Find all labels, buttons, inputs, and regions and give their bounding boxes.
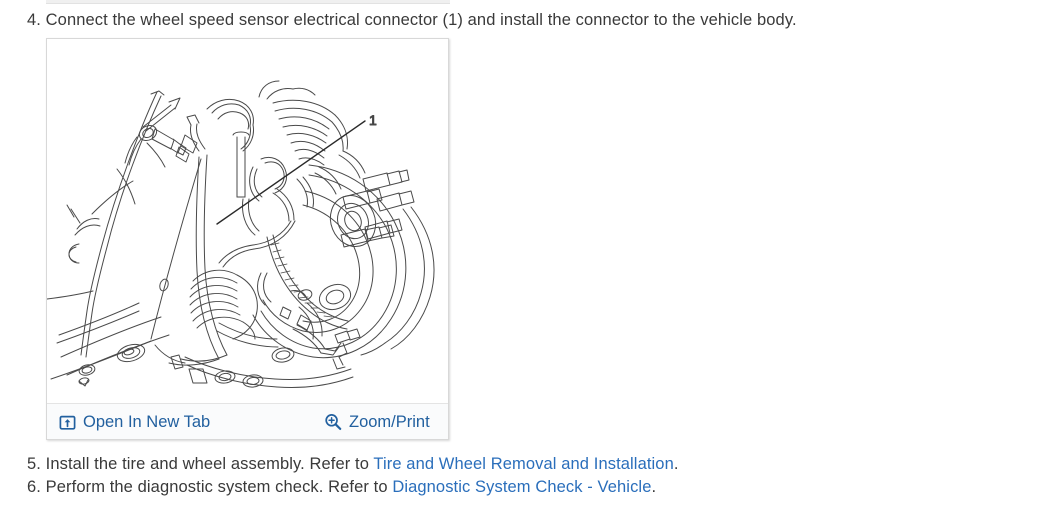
open-in-new-tab-icon [59, 414, 76, 431]
figure-toolbar: Open In New Tab Zoom/Print [47, 403, 448, 439]
preceding-block-edge [46, 0, 450, 4]
zoom-print-label: Zoom/Print [349, 412, 430, 431]
step-5-line: 5. Install the tire and wheel assembly. … [27, 454, 679, 474]
link-diagnostic-system-check-vehicle[interactable]: Diagnostic System Check - Vehicle [392, 478, 652, 496]
step-6-text-before: Perform the diagnostic system check. Ref… [45, 478, 393, 496]
step-4-text: Connect the wheel speed sensor electrica… [45, 11, 797, 29]
figure-callout-1: 1 [369, 112, 377, 128]
magnifier-plus-icon [324, 413, 342, 431]
technical-illustration: 1 [47, 39, 448, 403]
step-5-text-before: Install the tire and wheel assembly. Ref… [45, 455, 374, 473]
open-in-new-tab-button[interactable]: Open In New Tab [59, 404, 210, 440]
link-tire-and-wheel-removal-and-installation[interactable]: Tire and Wheel Removal and Installation [373, 455, 674, 473]
step-5-number: 5. [27, 455, 41, 473]
zoom-print-button[interactable]: Zoom/Print [324, 404, 430, 440]
figure-image[interactable]: 1 [47, 39, 448, 403]
step-6-line: 6. Perform the diagnostic system check. … [27, 477, 656, 497]
step-4-number: 4. [27, 11, 41, 29]
step-6-text-after: . [651, 478, 657, 496]
step-6-number: 6. [27, 478, 41, 496]
figure-panel: 1 Open In New Tab Zoom [46, 38, 449, 440]
open-in-new-tab-label: Open In New Tab [83, 412, 211, 431]
step-5-text-after: . [673, 455, 679, 473]
step-4-line: 4. Connect the wheel speed sensor electr… [27, 10, 797, 30]
